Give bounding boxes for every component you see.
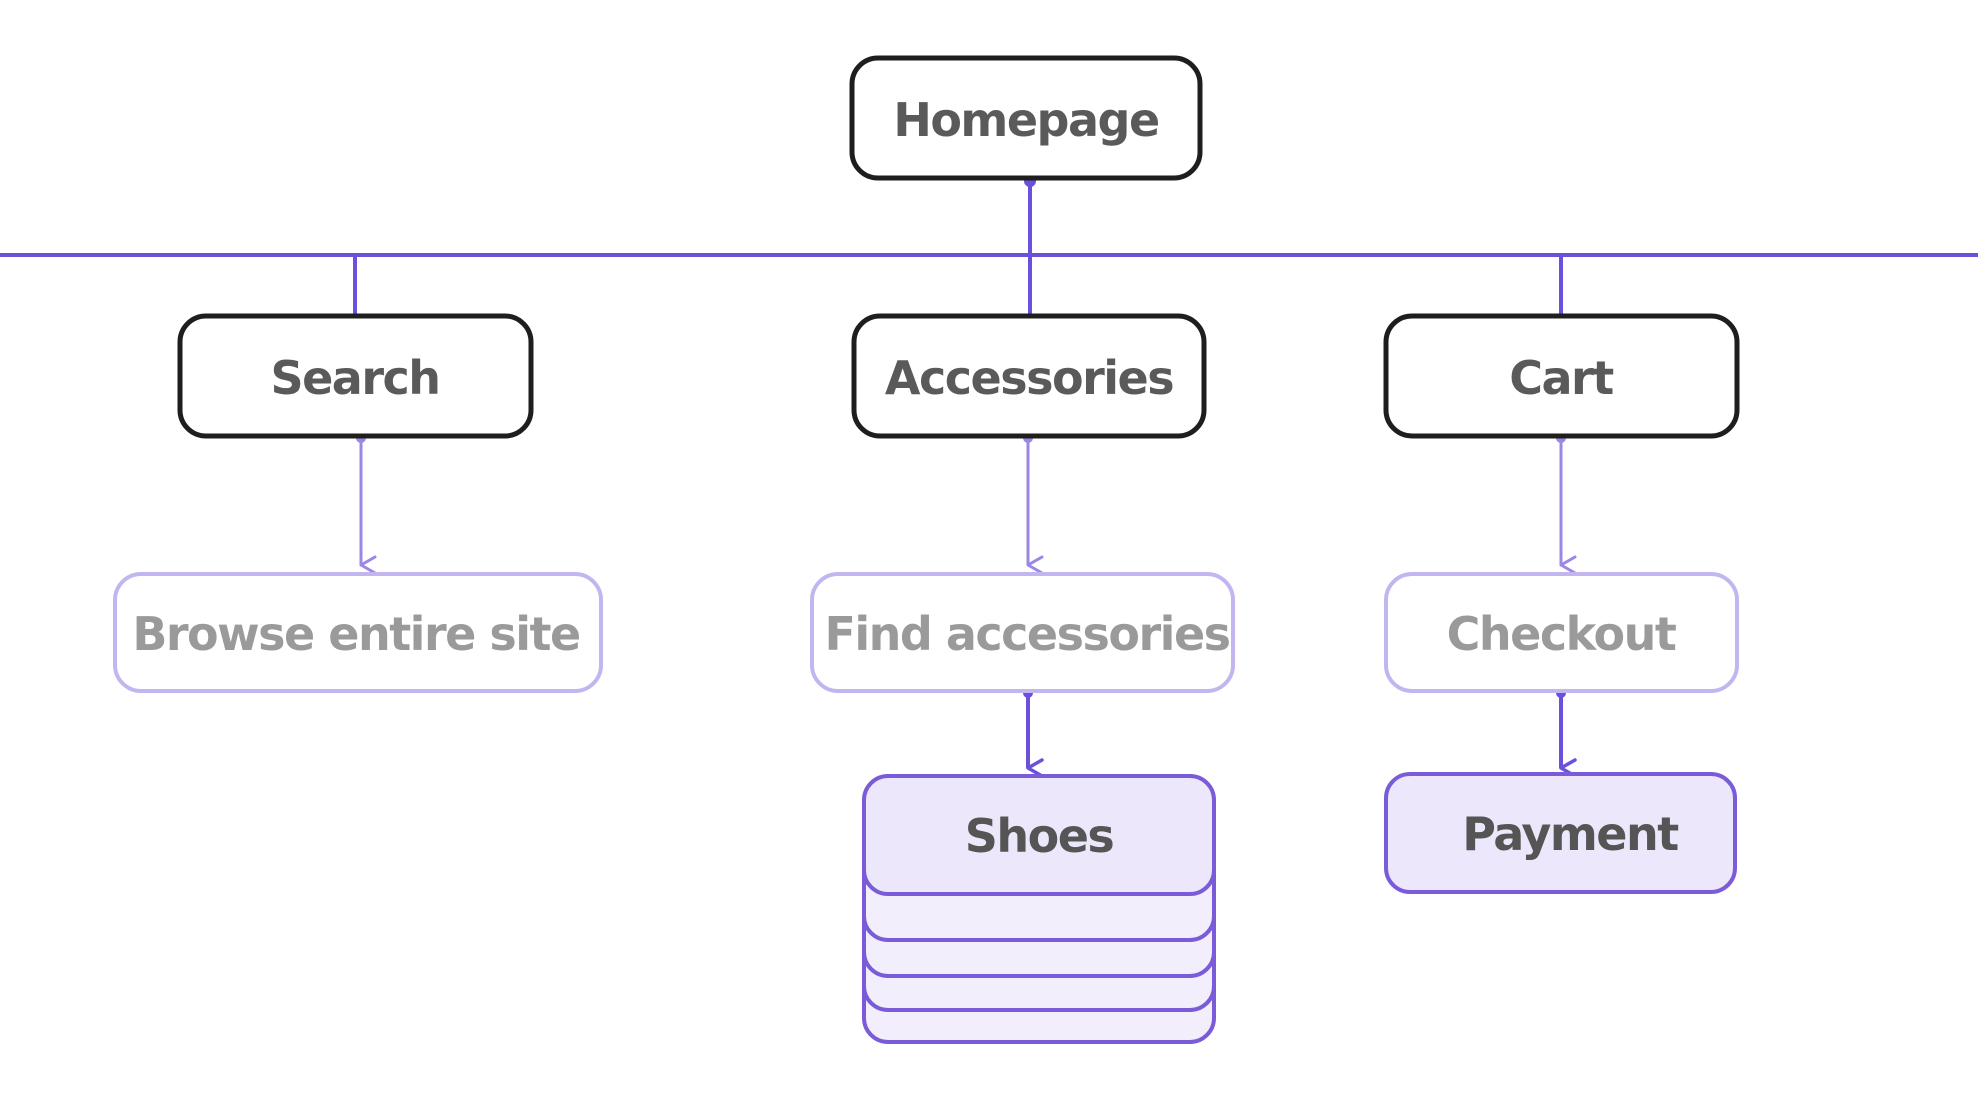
node-accessories-label: Accessories [885, 351, 1173, 405]
node-search-label: Search [270, 351, 439, 405]
node-checkout-label: Checkout [1447, 607, 1676, 661]
node-shoes-label: Shoes [965, 809, 1114, 863]
node-search[interactable]: Search [177, 313, 534, 439]
node-payment[interactable]: Payment [1384, 772, 1737, 894]
node-cart[interactable]: Cart [1383, 313, 1740, 439]
node-homepage-label: Homepage [893, 93, 1158, 147]
stack-layer-top [862, 774, 1216, 896]
node-shoes-stack[interactable]: Shoes [862, 774, 1216, 1044]
node-browse-label: Browse entire site [132, 607, 579, 661]
node-browse-entire-site[interactable]: Browse entire site [113, 572, 603, 693]
node-payment-label: Payment [1462, 807, 1678, 861]
node-checkout[interactable]: Checkout [1384, 572, 1739, 693]
node-accessories[interactable]: Accessories [851, 313, 1207, 439]
node-cart-label: Cart [1509, 351, 1613, 405]
node-find-accessories-label: Find accessories [824, 607, 1229, 661]
node-find-accessories[interactable]: Find accessories [810, 572, 1235, 693]
node-homepage[interactable]: Homepage [849, 55, 1203, 181]
